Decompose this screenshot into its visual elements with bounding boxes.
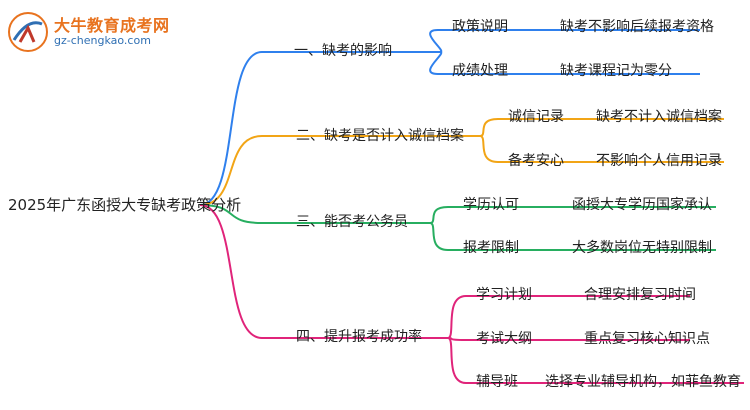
branch-3-label: 三、能否考公务员: [296, 214, 408, 230]
branch-2-connector: [199, 135, 480, 206]
branch-4-child-3-connector: [447, 337, 744, 384]
branch-3-child-2-value: 大多数岗位无特别限制: [572, 240, 712, 256]
branch-3-child-1-connector: [429, 206, 716, 224]
branch-2-child-2-connector: [479, 135, 724, 163]
branch-1-child-1-label: 政策说明: [452, 19, 508, 35]
branch-2-child-1-value: 缺考不计入诚信档案: [596, 109, 722, 125]
branch-4-label: 四、提升报考成功率: [296, 329, 422, 345]
branch-2-child-2-label: 备考安心: [508, 153, 564, 169]
branch-2-child-1-connector: [479, 118, 724, 137]
branch-2-child-1-label: 诚信记录: [508, 109, 564, 125]
logo-title: 大牛教育成考网: [54, 16, 170, 35]
branch-1-child-2-value: 缺考课程记为零分: [560, 63, 672, 79]
branch-1-label: 一、缺考的影响: [294, 43, 392, 59]
branch-1-child-2-label: 成绩处理: [452, 63, 508, 79]
branch-3-connector: [199, 204, 430, 224]
branch-4-child-1-label: 学习计划: [476, 287, 532, 303]
branch-4-child-2-value: 重点复习核心知识点: [584, 331, 710, 347]
branch-1-child-2-connector: [429, 51, 700, 75]
branch-3-child-1-value: 函授大专学历国家承认: [572, 197, 712, 213]
branch-1-connector: [199, 51, 440, 206]
branch-4-connector: [199, 204, 448, 339]
site-logo: 大牛教育成考网 gz-chengkao.com: [6, 10, 169, 54]
logo-url: gz-chengkao.com: [54, 34, 151, 47]
branch-4-child-1-value: 合理安排复习时间: [584, 287, 696, 303]
branch-1-child-1-value: 缺考不影响后续报考资格: [560, 19, 714, 35]
branch-3-child-2-label: 报考限制: [463, 240, 519, 256]
branch-4-child-3-label: 辅导班: [476, 374, 518, 390]
branch-4-child-2-label: 考试大纲: [476, 331, 532, 347]
branch-4-child-3-value: 选择专业辅导机构，如菲鱼教育: [545, 374, 741, 390]
root-topic: 2025年广东函授大专缺考政策分析: [8, 196, 242, 214]
branch-2-label: 二、缺考是否计入诚信档案: [296, 128, 464, 144]
branch-3-child-1-label: 学历认可: [463, 197, 519, 213]
branch-3-child-2-connector: [429, 222, 716, 251]
logo-mark-icon: [8, 12, 48, 52]
branch-4-child-1-connector: [447, 295, 690, 339]
branch-2-child-2-value: 不影响个人信用记录: [596, 153, 722, 169]
